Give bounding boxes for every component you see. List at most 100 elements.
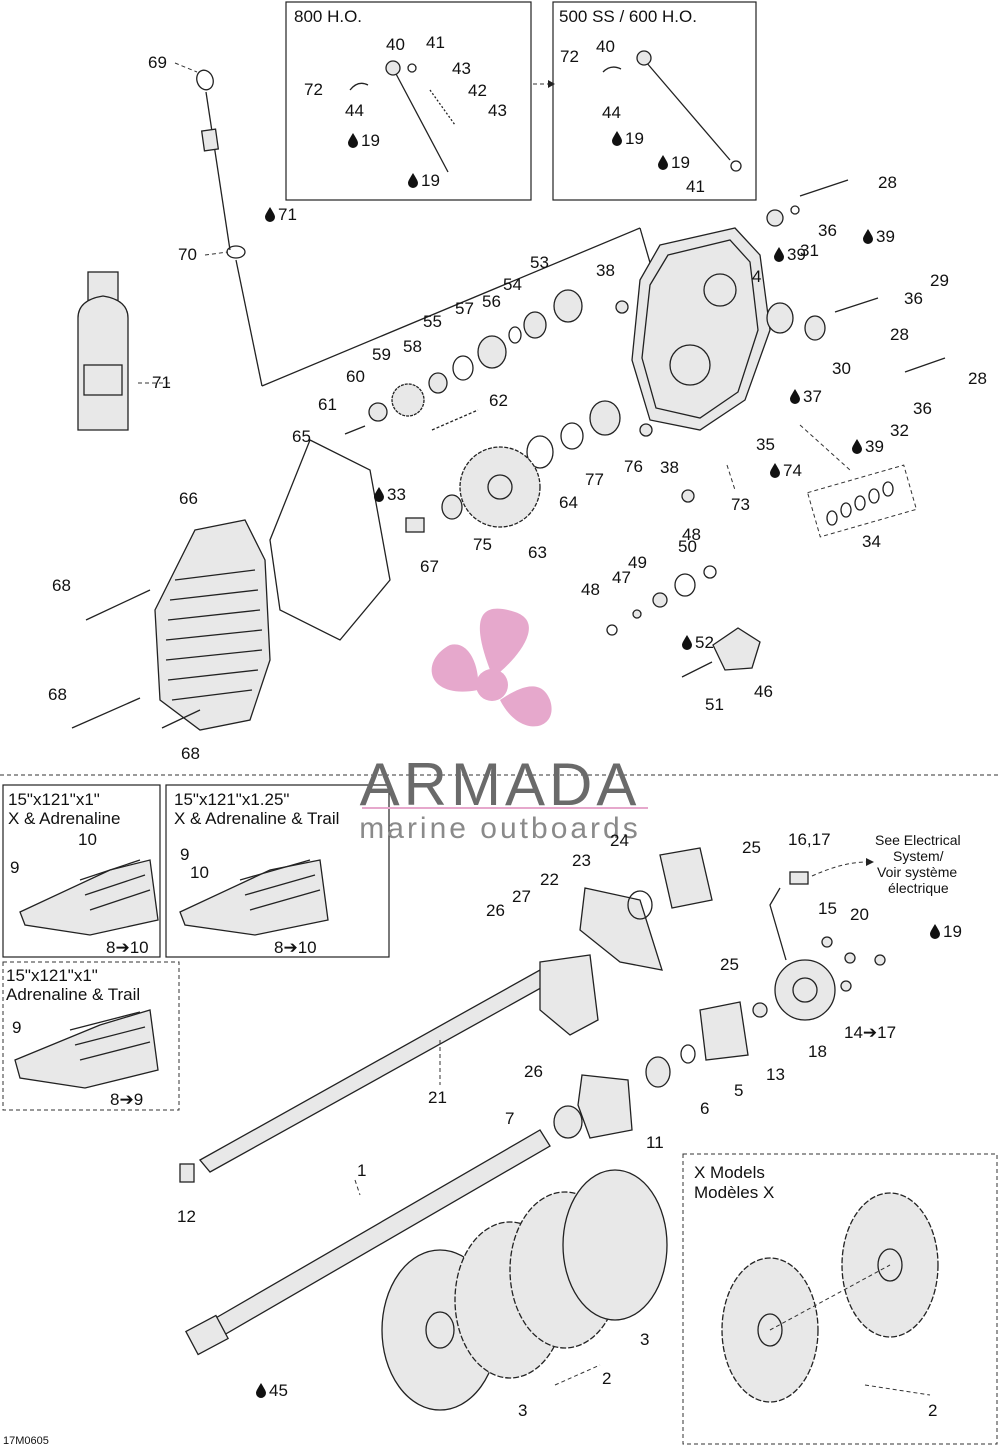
callout-35: 28 xyxy=(968,369,987,388)
callout-label: 39 xyxy=(876,227,895,246)
callout-63: 48 xyxy=(581,580,600,599)
callout-label: 19 xyxy=(943,922,962,941)
callout-label: 44 xyxy=(345,101,364,120)
callout-label: 73 xyxy=(731,495,750,514)
track-illustrations xyxy=(14,859,329,1089)
callout-label: 62 xyxy=(489,391,508,410)
inset-title-500ss: 500 SS / 600 H.O. xyxy=(559,7,697,26)
callout-label: 60 xyxy=(346,367,365,386)
callout-6: 72 xyxy=(304,80,323,99)
oil-drop-icon xyxy=(408,173,418,188)
oil-drop-icon xyxy=(612,131,622,146)
callout-label: 14➔17 xyxy=(844,1023,896,1042)
callout-label: 23 xyxy=(572,851,591,870)
callout-label: 76 xyxy=(624,457,643,476)
callout-47: 77 xyxy=(585,470,604,489)
callout-64: 68 xyxy=(52,576,71,595)
callout-label: 77 xyxy=(585,470,604,489)
inset-track-c-frame xyxy=(2,961,180,1111)
callout-label: 1 xyxy=(357,1161,366,1180)
callout-label: 72 xyxy=(560,47,579,66)
drive-sprockets xyxy=(381,1169,939,1411)
callout-38: 60 xyxy=(346,367,365,386)
callout-91: 13 xyxy=(766,1065,785,1084)
callout-48: 76 xyxy=(624,457,643,476)
leader-lines xyxy=(138,62,931,1396)
callout-72: 8➔10 xyxy=(106,938,149,957)
callout-12: 19 xyxy=(408,171,440,190)
callout-33: 55 xyxy=(423,312,442,331)
callout-87: 19 xyxy=(930,922,962,941)
callout-label: 68 xyxy=(48,685,67,704)
inset-800ho-rod xyxy=(349,60,456,173)
callout-44: 65 xyxy=(292,427,311,446)
callout-label: 13 xyxy=(766,1065,785,1084)
callout-label: 39 xyxy=(787,245,806,264)
callout-82: 22 xyxy=(540,870,559,889)
callout-20: 36 xyxy=(818,221,837,240)
figure-code: 17M0605 xyxy=(3,1435,49,1447)
callout-4: 40 xyxy=(386,35,405,54)
callout-label: 24 xyxy=(610,831,629,850)
callout-label: 11 xyxy=(646,1133,664,1152)
electrical-note-line2: System/ xyxy=(893,848,944,864)
inset-titles: 800 H.O. 500 SS / 600 H.O. 15"x121"x1" X… xyxy=(6,7,774,1202)
callout-label: 71 xyxy=(152,373,171,392)
callout-21: 31 xyxy=(800,241,819,260)
callout-15: 44 xyxy=(602,103,621,122)
track-a-size: 15"x121"x1" xyxy=(8,790,100,809)
callout-label: 71 xyxy=(278,205,297,224)
callout-2: 71 xyxy=(265,205,297,224)
callout-30: 54 xyxy=(503,275,522,294)
callout-label: 45 xyxy=(269,1381,288,1400)
callout-79: 25 xyxy=(742,838,761,857)
callout-label: 6 xyxy=(700,1099,709,1118)
callout-label: 27 xyxy=(512,887,531,906)
callout-3: 71 xyxy=(152,373,171,392)
callout-label: 37 xyxy=(803,387,822,406)
callout-label: 47 xyxy=(612,568,631,587)
callout-73: 9 xyxy=(180,845,189,864)
shims-34 xyxy=(806,464,918,538)
callout-label: 36 xyxy=(904,289,923,308)
callout-78: 24 xyxy=(610,831,629,850)
callout-25: 4 xyxy=(752,267,761,286)
callout-93: 5 xyxy=(734,1081,743,1100)
callout-102: 45 xyxy=(256,1381,288,1400)
oil-drop-icon xyxy=(774,247,784,262)
track-c-models: Adrenaline & Trail xyxy=(6,985,140,1004)
callout-68: 68 xyxy=(48,685,67,704)
callout-27: 28 xyxy=(890,325,909,344)
callout-80: 16,17 xyxy=(788,830,831,849)
drive-axles xyxy=(179,969,551,1356)
callout-84: 26 xyxy=(486,901,505,920)
oil-drop-icon xyxy=(770,463,780,478)
callout-59: 50 xyxy=(678,537,697,556)
callout-label: 28 xyxy=(890,325,909,344)
callout-label: 36 xyxy=(913,399,932,418)
callout-41: 36 xyxy=(913,399,932,418)
callout-label: 19 xyxy=(625,129,644,148)
callout-19: 28 xyxy=(878,173,897,192)
callout-77: 8➔9 xyxy=(110,1090,143,1109)
callout-39: 62 xyxy=(489,391,508,410)
callout-label: 68 xyxy=(52,576,71,595)
callout-81: 23 xyxy=(572,851,591,870)
callout-label: 49 xyxy=(628,553,647,572)
callout-55: 75 xyxy=(473,535,492,554)
callout-label: 59 xyxy=(372,345,391,364)
callout-5: 41 xyxy=(426,33,445,52)
callout-103: 3 xyxy=(518,1401,527,1420)
callout-99: 12 xyxy=(177,1207,196,1226)
bearing-housings xyxy=(539,847,749,1139)
callout-label: 69 xyxy=(148,53,167,72)
bolts-68 xyxy=(71,589,201,729)
tensioner-parts xyxy=(606,565,761,678)
callout-104: 2 xyxy=(928,1401,937,1420)
callout-label: 75 xyxy=(473,535,492,554)
callout-label: 41 xyxy=(686,177,705,196)
callout-67: 51 xyxy=(705,695,724,714)
callout-label: 7 xyxy=(505,1109,514,1128)
